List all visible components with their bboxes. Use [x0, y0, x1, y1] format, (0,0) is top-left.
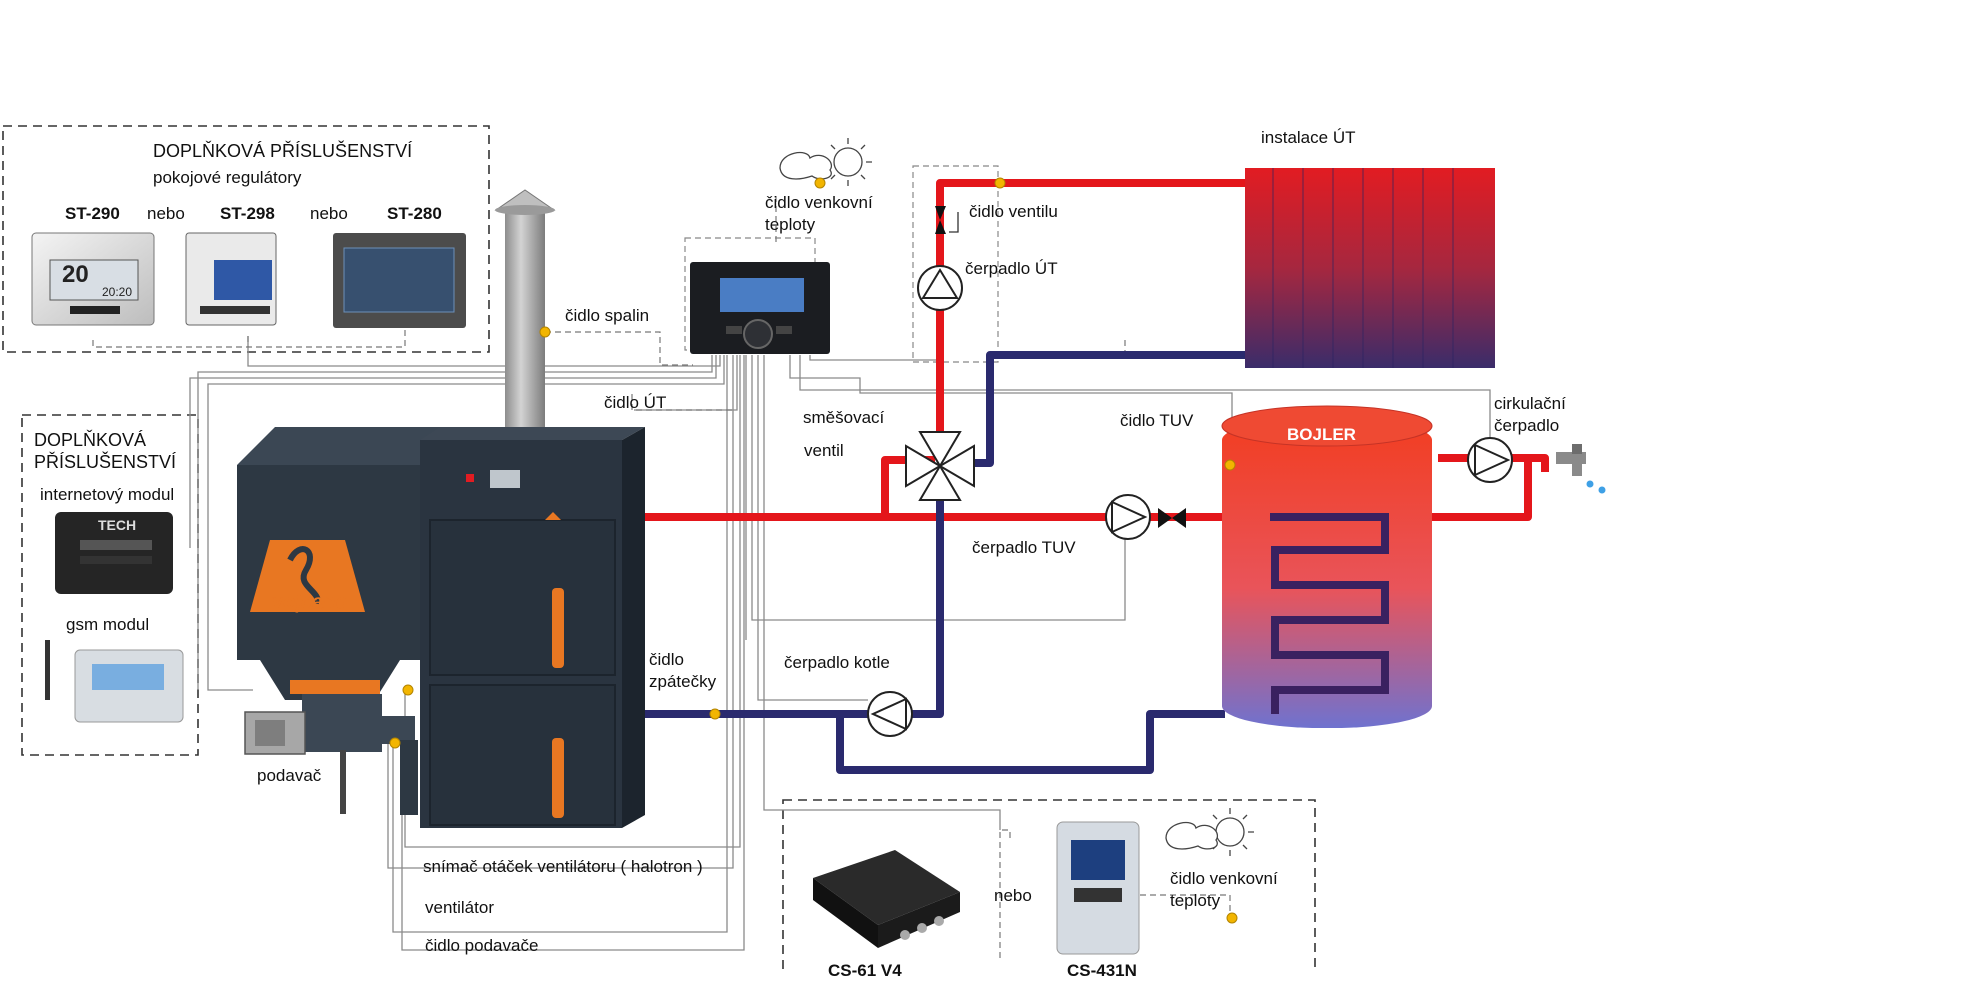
tap-icon — [1556, 444, 1606, 494]
internet-module — [55, 512, 173, 594]
gsm-module-label: gsm modul — [66, 615, 150, 634]
st290-screen-time: 20:20 — [102, 285, 133, 299]
sensor-dashed-links — [92, 196, 1231, 960]
st290-screen-temp: 20 — [62, 261, 89, 288]
sensor-dots — [389, 177, 1238, 924]
boiler-pump-label: čerpadlo kotle — [784, 653, 890, 672]
ch-installation-label: instalace ÚT — [1261, 128, 1356, 147]
return-sensor-label-1: čidlo — [649, 650, 684, 669]
pump-circulation — [1467, 437, 1513, 483]
ch-sensor-label: čidlo ÚT — [604, 393, 667, 412]
valve-sensor-label: čidlo ventilu — [969, 202, 1058, 221]
antenna-icon — [45, 640, 50, 700]
hot-water-tank — [1221, 405, 1433, 728]
feeder-sensor-label: čidlo podavače — [425, 936, 539, 955]
mixing-valve-label-1: směšovací — [803, 408, 885, 427]
return-pipes — [640, 351, 1245, 774]
or-label-1: nebo — [147, 204, 185, 223]
sun-cloud-icon-2 — [1165, 808, 1254, 856]
accessories-left-title-1: DOPLŇKOVÁ — [34, 430, 147, 450]
st298-label: ST-298 — [220, 204, 275, 223]
st280-label: ST-280 — [387, 204, 442, 223]
accessories-top-subtitle: pokojové regulátory — [153, 168, 302, 187]
or-label-2: nebo — [310, 204, 348, 223]
room-regulator-st280 — [333, 233, 466, 328]
cs61-v4-module — [813, 850, 960, 948]
accessory-box-valve-modules — [782, 799, 1316, 976]
three-way-valve-icon — [905, 431, 975, 501]
valve-actuator-icon — [935, 206, 1186, 528]
feeder-label: podavač — [257, 766, 322, 785]
cs61-label: CS-61 V4 — [828, 961, 902, 980]
internet-module-label: internetový modul — [40, 485, 175, 504]
circulation-pump-label-2: čerpadlo — [1494, 416, 1560, 435]
return-sensor-label-2: zpátečky — [649, 672, 717, 691]
sun-cloud-icon — [779, 138, 872, 186]
tech-brand-logo: TECH — [98, 517, 137, 533]
cs431-label: CS-431N — [1067, 961, 1137, 980]
or-label-3: nebo — [994, 886, 1032, 905]
flue-sensor-label: čidlo spalin — [565, 306, 650, 325]
pump-ch — [917, 265, 963, 311]
accessories-left-title-2: PŘÍSLUŠENSTVÍ — [34, 452, 177, 472]
radiator — [1245, 168, 1495, 368]
outdoor2-sensor-label-2: teploty — [1170, 891, 1221, 910]
fan-speed-sensor-label: snímač otáček ventilátoru ( halotron ) — [423, 857, 703, 876]
boiler-controller — [690, 262, 830, 354]
outdoor2-sensor-label-1: čidlo venkovní — [1170, 869, 1278, 888]
outdoor-sensor-label-1: čidlo venkovní — [765, 193, 873, 212]
ch-pump-label: čerpadlo ÚT — [965, 259, 1058, 278]
fan-label: ventilátor — [425, 898, 494, 917]
boiler-unit — [237, 427, 645, 828]
valve-sensor-arrow — [949, 212, 959, 233]
cs431n-module — [1056, 821, 1140, 955]
accessory-box-room-regulators — [2, 125, 490, 353]
pump-boiler — [867, 691, 913, 737]
controller-wiring — [189, 335, 1491, 951]
chimney — [494, 189, 556, 432]
boiler-brand-logo: vo|cano — [270, 591, 350, 613]
dhw-sensor-label: čidlo TUV — [1120, 411, 1194, 430]
circulation-pump-label-1: cirkulační — [1494, 394, 1566, 413]
st290-label: ST-290 — [65, 204, 120, 223]
room-regulator-st290 — [31, 232, 155, 326]
mixing-valve-label-2: ventil — [804, 441, 844, 460]
gsm-module — [45, 640, 184, 723]
valve-sensor-callout-box — [912, 165, 999, 363]
pump-dhw — [1105, 494, 1151, 540]
tank-label: BOJLER — [1287, 425, 1356, 444]
room-regulator-st298 — [185, 232, 277, 326]
dhw-pump-label: čerpadlo TUV — [972, 538, 1076, 557]
accessories-top-title: DOPLŇKOVÁ PŘÍSLUŠENSTVÍ — [153, 141, 413, 161]
outdoor-sensor-label-2: teploty — [765, 215, 816, 234]
